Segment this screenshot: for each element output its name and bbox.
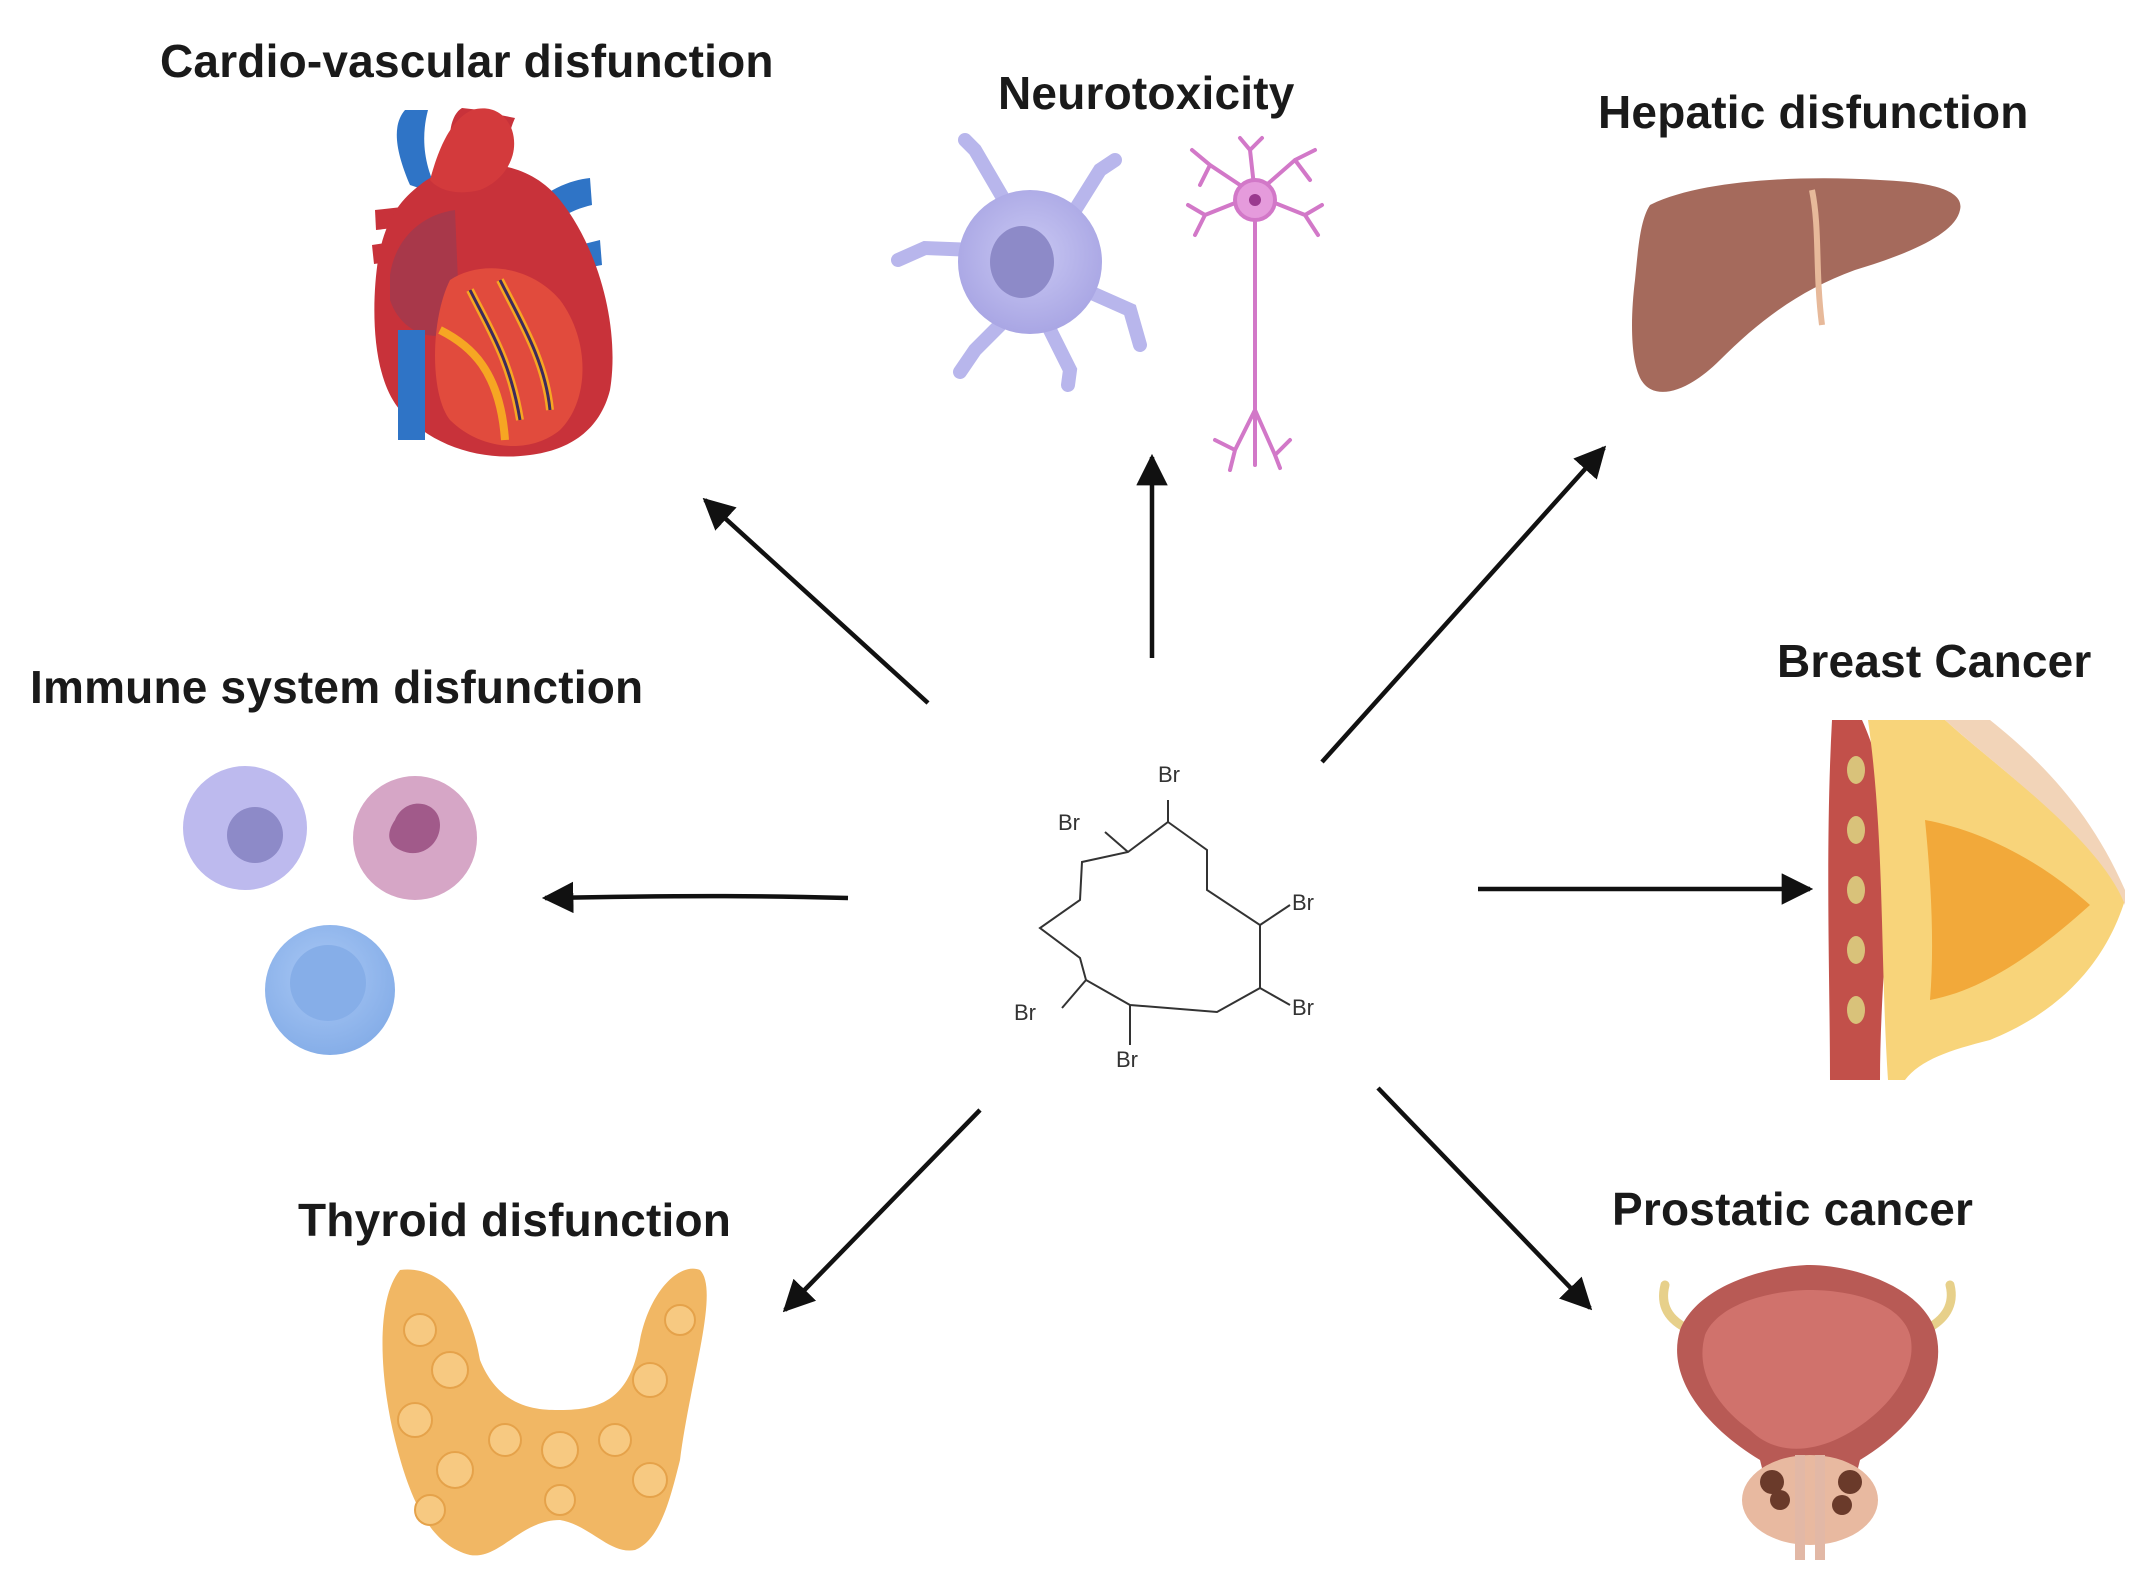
arrow-prostatic [1376, 1086, 1593, 1311]
arrow-thyroid [782, 1108, 982, 1313]
breast-icon [1828, 720, 2125, 1080]
br-atom-5: Br [1014, 1000, 1036, 1025]
br-atom-3: Br [1292, 890, 1314, 915]
label-neuro: Neurotoxicity [998, 67, 1295, 119]
heart-icon [372, 108, 613, 457]
arrow-hepatic [1320, 445, 1607, 764]
immune-cells-icon [183, 766, 477, 1055]
br-atom-2: Br [1058, 810, 1080, 835]
label-thyroid: Thyroid disfunction [298, 1194, 732, 1246]
thyroid-icon [382, 1268, 707, 1556]
label-immune: Immune system disfunction [30, 661, 644, 713]
prostate-icon [1659, 1265, 1956, 1560]
label-hepatic: Hepatic disfunction [1598, 86, 2029, 138]
hbcd-molecule-icon [1038, 800, 1291, 1045]
molecule-atom-labels: Br Br Br Br Br Br [1014, 762, 1314, 1072]
neuron-icon [1186, 136, 1324, 472]
label-breast: Breast Cancer [1777, 635, 2092, 687]
arrows [541, 445, 1814, 1313]
label-prostatic: Prostatic cancer [1612, 1183, 1974, 1235]
br-atom-1: Br [1158, 762, 1180, 787]
liver-icon [1632, 178, 1961, 392]
br-atom-4: Br [1292, 995, 1314, 1020]
microglia-icon [891, 133, 1147, 392]
label-cardio: Cardio-vascular disfunction [160, 35, 774, 87]
br-atom-6: Br [1116, 1047, 1138, 1072]
arrow-immune [541, 881, 849, 914]
arrow-cardio [702, 497, 930, 705]
